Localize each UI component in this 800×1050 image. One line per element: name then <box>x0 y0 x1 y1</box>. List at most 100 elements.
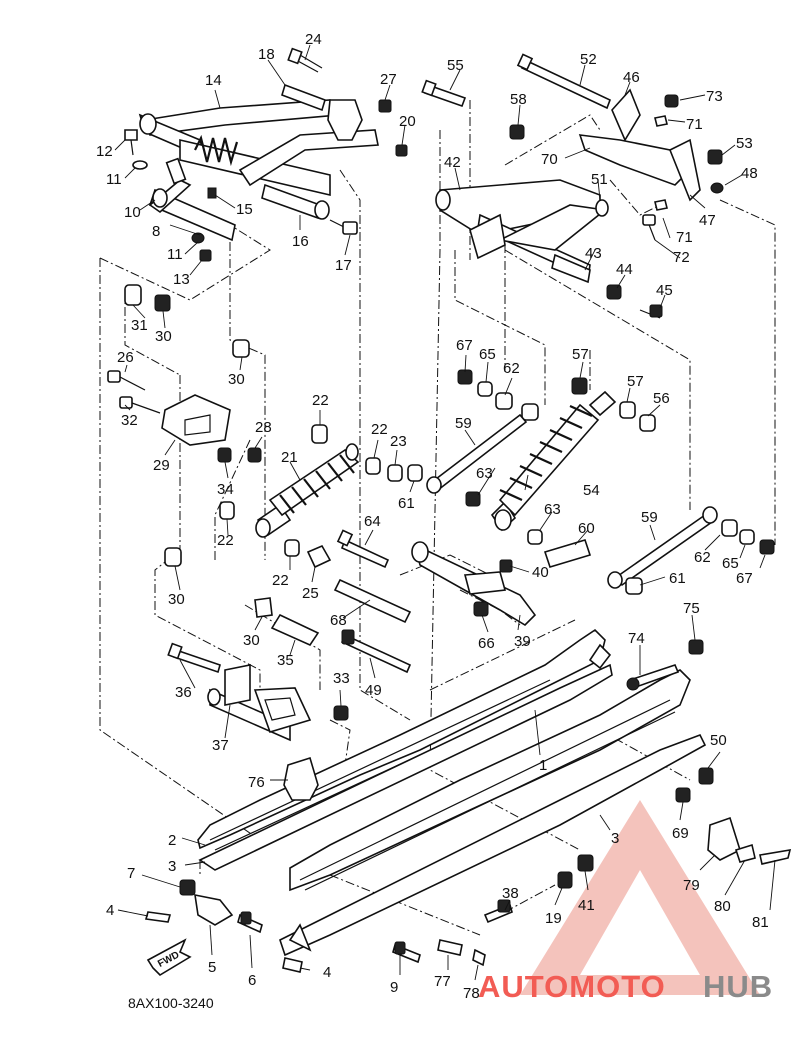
label-24: 24 <box>305 31 322 48</box>
label-18: 18 <box>258 46 275 63</box>
label-23: 23 <box>390 433 407 450</box>
label-57-upper: 57 <box>572 346 589 363</box>
label-31: 31 <box>131 317 148 334</box>
label-20: 20 <box>399 113 416 130</box>
label-38: 38 <box>502 885 519 902</box>
label-4-bottom: 4 <box>323 964 331 981</box>
label-55: 55 <box>447 57 464 74</box>
label-62-upper: 62 <box>503 360 520 377</box>
watermark-brand-part1: AUTOMOTO <box>478 969 666 1004</box>
label-76: 76 <box>248 774 265 791</box>
label-63-upper: 63 <box>476 465 493 482</box>
label-44: 44 <box>616 261 633 278</box>
label-81: 81 <box>752 914 769 931</box>
rail-lower-slide <box>279 733 707 957</box>
label-3-left: 3 <box>168 858 176 875</box>
label-71-lower: 71 <box>676 229 693 246</box>
label-53: 53 <box>736 135 753 152</box>
left-mount-parts <box>107 284 328 520</box>
shaft-68 <box>333 578 412 624</box>
label-78: 78 <box>463 985 480 1002</box>
label-16: 16 <box>292 233 309 250</box>
label-19: 19 <box>545 910 562 927</box>
label-79: 79 <box>683 877 700 894</box>
forward-direction-arrow: FWD <box>146 938 192 977</box>
label-1: 1 <box>539 757 547 774</box>
label-9: 9 <box>390 979 398 996</box>
label-48: 48 <box>741 165 758 182</box>
label-46: 46 <box>623 69 640 86</box>
label-32: 32 <box>121 412 138 429</box>
label-51: 51 <box>591 171 608 188</box>
watermark-triangle-logo <box>520 800 760 995</box>
label-30-d: 30 <box>243 632 260 649</box>
diagram-code: 8AX100-3240 <box>128 995 214 1011</box>
bracket-46 <box>611 88 641 142</box>
label-22-d: 22 <box>272 572 289 589</box>
label-69: 69 <box>672 825 689 842</box>
label-39: 39 <box>514 633 531 650</box>
label-14: 14 <box>205 72 222 89</box>
label-8: 8 <box>152 223 160 240</box>
upper-front-arm-assembly <box>124 47 408 262</box>
label-12: 12 <box>96 143 113 160</box>
label-45: 45 <box>656 282 673 299</box>
label-2: 2 <box>168 832 176 849</box>
label-65-lower: 65 <box>722 555 739 572</box>
label-77: 77 <box>434 973 451 990</box>
label-4-left: 4 <box>106 902 114 919</box>
label-66: 66 <box>478 635 495 652</box>
label-56: 56 <box>653 390 670 407</box>
label-3-right: 3 <box>611 830 619 847</box>
label-63-lower: 63 <box>544 501 561 518</box>
bracket-29 <box>161 394 231 446</box>
center-shaft-group <box>340 541 537 674</box>
label-64: 64 <box>364 513 381 530</box>
label-73: 73 <box>706 88 723 105</box>
bracket-47 <box>668 138 701 202</box>
label-43: 43 <box>585 245 602 262</box>
label-17: 17 <box>335 257 352 274</box>
label-7: 7 <box>127 865 135 882</box>
slider-79 <box>707 816 741 861</box>
rail-upper-slide <box>198 663 613 871</box>
label-35: 35 <box>277 652 294 669</box>
part-labels: 24 18 14 27 20 12 11 15 10 8 11 13 16 17… <box>96 31 769 1002</box>
label-36: 36 <box>175 684 192 701</box>
label-42: 42 <box>444 154 461 171</box>
label-60: 60 <box>578 520 595 537</box>
wear-block-76 <box>283 756 319 801</box>
label-22-a: 22 <box>312 392 329 409</box>
label-61-a: 61 <box>398 495 415 512</box>
watermark-brand-part2: HUB <box>703 969 773 1004</box>
label-57-lower: 57 <box>627 373 644 390</box>
label-65-upper: 65 <box>479 346 496 363</box>
label-75: 75 <box>683 600 700 617</box>
pin-18 <box>281 83 326 112</box>
label-33: 33 <box>333 670 350 687</box>
label-74: 74 <box>628 630 645 647</box>
label-40: 40 <box>532 564 549 581</box>
label-70: 70 <box>541 151 558 168</box>
label-67-lower: 67 <box>736 570 753 587</box>
rear-arm-assembly <box>207 664 312 742</box>
rear-shock-absorber <box>426 369 775 595</box>
label-59-lower: 59 <box>641 509 658 526</box>
label-72: 72 <box>673 249 690 266</box>
label-50: 50 <box>710 732 727 749</box>
label-67-upper: 67 <box>456 337 473 354</box>
label-30-b: 30 <box>228 371 245 388</box>
label-28: 28 <box>255 419 272 436</box>
label-21: 21 <box>281 449 298 466</box>
label-22-c: 22 <box>217 532 234 549</box>
label-61-lower: 61 <box>669 570 686 587</box>
center-small-parts <box>164 457 423 721</box>
label-11-upper: 11 <box>106 171 122 188</box>
label-49: 49 <box>365 682 382 699</box>
label-30-c: 30 <box>168 591 185 608</box>
label-10: 10 <box>124 204 141 221</box>
label-13: 13 <box>173 271 190 288</box>
label-26: 26 <box>117 349 134 366</box>
left-shock-absorber <box>255 443 360 538</box>
